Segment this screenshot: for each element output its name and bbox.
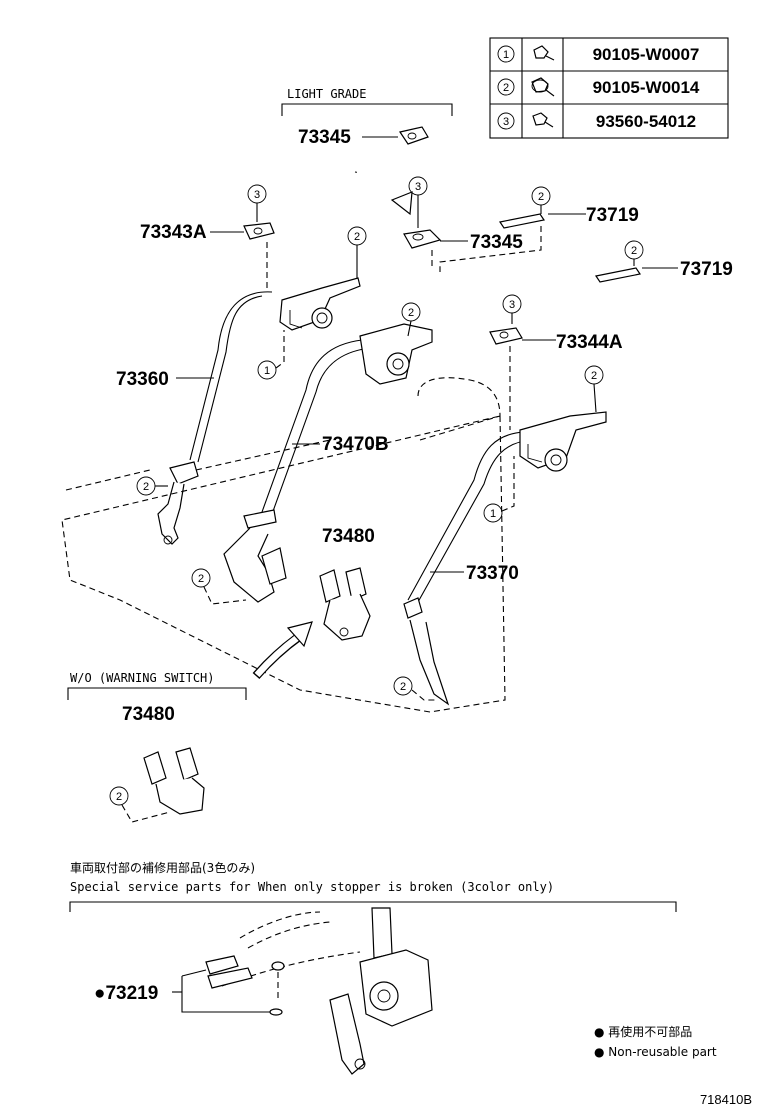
- svg-text:1: 1: [490, 508, 496, 520]
- table-part-number: 90105-W0014: [593, 78, 700, 97]
- callout-1: 1: [483, 456, 515, 523]
- seat-cushion-outline: [61, 415, 506, 713]
- svg-text:3: 3: [509, 299, 515, 311]
- retractor-73470b: [359, 323, 433, 385]
- part-label-73360: 73360: [116, 369, 169, 390]
- table-ref: 1: [503, 49, 509, 61]
- part-label-73219: ●73219: [94, 983, 158, 1004]
- legend-jp: ● 再使用不可部品: [594, 1024, 692, 1039]
- callout-2: 2: [393, 676, 438, 701]
- special-caption-en: Special service parts for When only stop…: [70, 880, 554, 894]
- svg-text:2: 2: [538, 191, 544, 203]
- part-label-73480-wo: 73480: [122, 704, 175, 725]
- table-row: 2 90105-W0014: [497, 77, 700, 97]
- buckle-73480: [319, 567, 371, 641]
- svg-text:3: 3: [254, 189, 260, 201]
- part-label-73344a: 73344A: [556, 332, 623, 353]
- callout-2: 2: [401, 302, 421, 337]
- callout-2: 2: [347, 226, 367, 278]
- belt-guide-73345-light: [399, 126, 429, 145]
- part-label-73343a: 73343A: [140, 222, 207, 243]
- special-caption-jp: 車両取付部の補修用部品(3色のみ): [70, 860, 255, 875]
- callout-2: 2: [531, 186, 551, 214]
- svg-text:1: 1: [264, 365, 270, 377]
- seat-belt-73360: [157, 277, 361, 545]
- part-label-73719-a: 73719: [586, 205, 639, 226]
- arrow-head-icon: [286, 621, 313, 648]
- stopper-73219: [205, 955, 285, 1016]
- svg-text:2: 2: [143, 481, 149, 493]
- callout-3: 3: [408, 176, 428, 228]
- legend: ● 再使用不可部品 ● Non-reusable part: [594, 1024, 717, 1059]
- belt-guide-73345: [403, 229, 442, 249]
- part-label-73370: 73370: [466, 563, 519, 584]
- callout-2: 2: [191, 568, 247, 605]
- part-label-73719-b: 73719: [680, 259, 733, 280]
- table-row: 3 93560-54012: [497, 112, 696, 131]
- svg-text:2: 2: [116, 791, 122, 803]
- belt-guide-73343a: [243, 222, 275, 240]
- seat-belt-73370: [403, 411, 607, 706]
- callout-2: 2: [136, 476, 168, 496]
- legend-en: ● Non-reusable part: [594, 1045, 717, 1059]
- svg-text:2: 2: [631, 245, 637, 257]
- diagram-code: 718410B: [700, 1092, 752, 1107]
- flange-bolt-icon: [531, 77, 555, 97]
- callout-1: 1: [257, 330, 285, 380]
- bolt-icon: [533, 45, 555, 61]
- part-label-73345: 73345: [470, 232, 523, 253]
- buckle-73480-wo: [143, 747, 205, 815]
- svg-text:2: 2: [591, 370, 597, 382]
- svg-text:2: 2: [354, 231, 360, 243]
- part-label-73345-light: 73345: [298, 127, 351, 148]
- callout-2: 2: [109, 786, 171, 823]
- light-grade-caption: LIGHT GRADE: [287, 87, 366, 101]
- arrow-head-icon: [390, 191, 413, 216]
- svg-text:2: 2: [400, 681, 406, 693]
- seat-belt-73470b: [223, 323, 433, 603]
- anchor-plate-73719-b: [595, 267, 641, 283]
- wo-warning-group: W/O (WARNING SWITCH) 73480 2: [67, 621, 313, 823]
- seat-back-outline: [417, 377, 501, 417]
- callout-3: 3: [247, 184, 267, 222]
- retractor-73370: [519, 411, 607, 472]
- table-row: 1 90105-W0007: [497, 45, 700, 64]
- light-grade-group: LIGHT GRADE 73345: [281, 87, 453, 216]
- anchor-plate-73719: [499, 213, 545, 229]
- svg-text:2: 2: [198, 573, 204, 585]
- callout-2: 2: [584, 365, 604, 413]
- part-label-73470b: 73470B: [322, 434, 389, 455]
- retractor-73360: [279, 277, 361, 331]
- retractor-detail: [329, 907, 433, 1075]
- table-ref: 2: [503, 82, 509, 94]
- table-ref: 3: [503, 116, 509, 128]
- callout-3: 3: [502, 294, 522, 324]
- special-service-group: 車両取付部の補修用部品(3色のみ) Special service parts …: [69, 860, 677, 1075]
- fastener-table: 1 90105-W0007 2 90105-W0014 3 9: [489, 37, 729, 139]
- table-part-number: 90105-W0007: [593, 45, 700, 64]
- part-label-73480: 73480: [322, 526, 375, 547]
- callout-2: 2: [624, 240, 644, 266]
- belt-guide-73344a: [489, 327, 523, 345]
- table-part-number: 93560-54012: [596, 112, 696, 131]
- svg-text:3: 3: [415, 181, 421, 193]
- wo-warning-caption: W/O (WARNING SWITCH): [70, 671, 215, 685]
- svg-text:2: 2: [408, 307, 414, 319]
- screw-cap-icon: [532, 112, 554, 128]
